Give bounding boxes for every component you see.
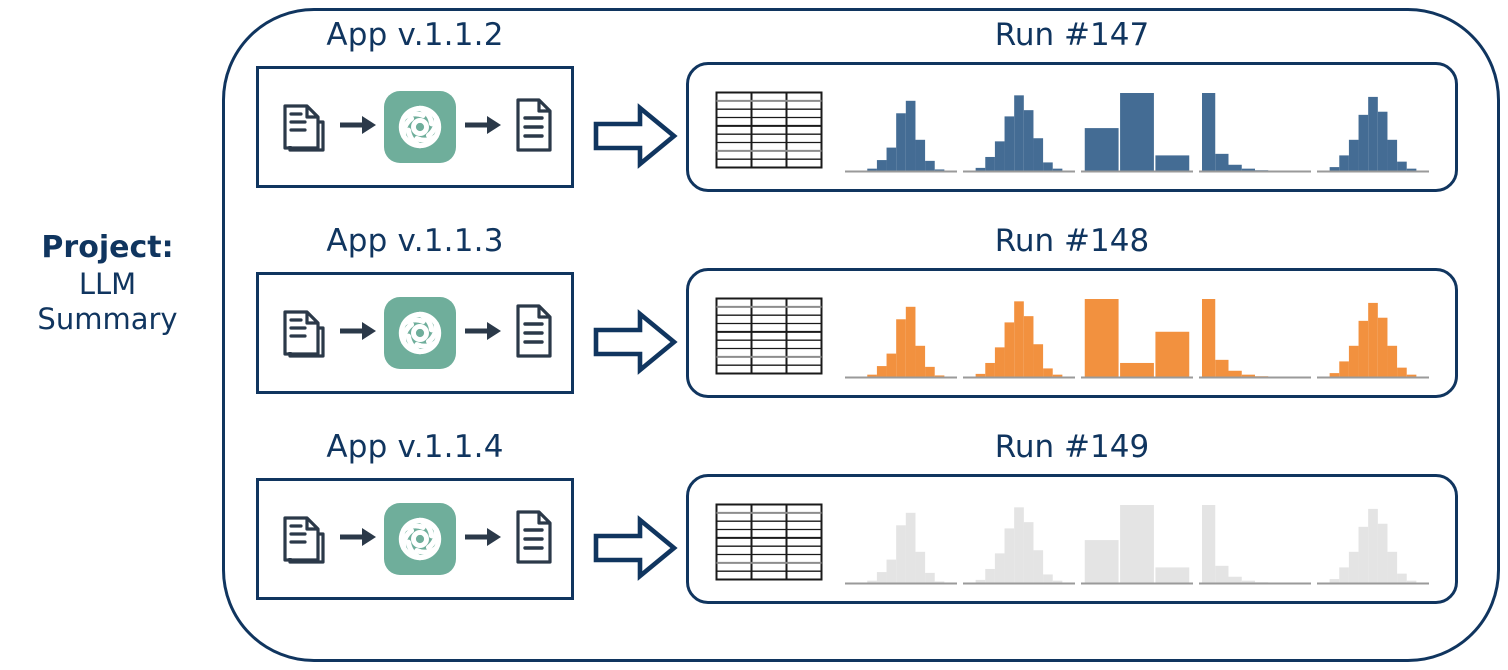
histogram-bell-peak [963,507,1075,585]
run-results-panel[interactable] [686,62,1458,192]
arrow-right-icon [464,116,501,134]
results-table-icon[interactable] [715,91,823,173]
output-document-icon[interactable] [509,92,557,162]
run-label: Run #149 [994,429,1150,465]
run-column: Run #148 [686,218,1458,264]
document-icon [516,510,552,564]
stacked-documents-icon [283,310,325,358]
llm-model-icon[interactable] [384,297,456,369]
histogram-exponential-decay [1199,299,1311,379]
flow-arrow-in-icon [338,112,378,142]
pipeline-box[interactable] [256,66,574,188]
results-table-icon[interactable] [715,297,823,379]
arrow-right-icon [464,322,501,340]
flow-arrow-in-icon [338,524,378,554]
app-version-label: App v.1.1.3 [326,223,504,259]
run-column: Run #149 [686,424,1458,470]
produces-arrow-icon [592,100,680,176]
block-arrow-right-icon [593,515,678,581]
openai-logo-icon [398,311,442,355]
arrow-right-icon [339,322,376,340]
table-grid-icon [715,91,823,169]
app-column: App v.1.1.2 [256,12,574,58]
app-version-label: App v.1.1.2 [326,17,504,53]
table-grid-icon [715,503,823,581]
stacked-documents-icon [283,516,325,564]
run-column: Run #147 [686,12,1458,58]
run-label: Run #148 [994,223,1150,259]
app-version-label: App v.1.1.4 [326,429,504,465]
pipeline-run-row: App v.1.1.4 Run #149 [0,424,1508,624]
pipeline-run-row: App v.1.1.2 Run #147 [0,12,1508,212]
pipeline-box[interactable] [256,272,574,394]
histogram-three-wide-bars [1081,299,1193,379]
openai-logo-icon [398,105,442,149]
flow-arrow-out-icon [463,112,503,142]
histogram-bell-peak-2 [1317,302,1429,379]
project-name-line-2: Summary [37,301,178,336]
histogram-bell-peak-2 [1317,96,1429,173]
llm-model-icon[interactable] [384,91,456,163]
input-documents-icon[interactable] [273,504,331,574]
project-label: Project: LLM Summary [0,230,215,337]
arrow-right-icon [339,116,376,134]
histogram-spiky-narrow [845,512,957,585]
output-document-icon[interactable] [509,504,557,574]
document-icon [516,304,552,358]
results-table-icon[interactable] [715,503,823,585]
histogram-three-wide-bars [1081,93,1193,173]
input-documents-icon[interactable] [273,298,331,368]
histogram-bell-peak [963,301,1075,379]
project-name-line-1: LLM [78,266,137,301]
histogram-spiky-narrow [845,100,957,173]
produces-arrow-icon [592,512,680,588]
output-document-icon[interactable] [509,298,557,368]
produces-arrow-icon [592,306,680,382]
histogram-bell-peak-2 [1317,508,1429,585]
project-container [222,8,1500,662]
flow-arrow-out-icon [463,524,503,554]
block-arrow-right-icon [593,103,678,169]
histogram-three-wide-bars [1081,505,1193,585]
project-kicker: Project: [41,230,174,265]
stacked-documents-icon [283,104,325,152]
histogram-bell-peak [963,95,1075,173]
input-documents-icon[interactable] [273,92,331,162]
histogram-exponential-decay [1199,93,1311,173]
block-arrow-right-icon [593,309,678,375]
flow-arrow-in-icon [338,318,378,348]
run-label: Run #147 [994,17,1150,53]
openai-logo-icon [398,517,442,561]
histogram-exponential-decay [1199,505,1311,585]
run-results-panel[interactable] [686,474,1458,604]
histogram-spiky-narrow [845,306,957,379]
table-grid-icon [715,297,823,375]
pipeline-box[interactable] [256,478,574,600]
pipeline-run-row: App v.1.1.3 Run #148 [0,218,1508,418]
run-results-panel[interactable] [686,268,1458,398]
arrow-right-icon [339,528,376,546]
app-column: App v.1.1.3 [256,218,574,264]
document-icon [516,98,552,152]
app-column: App v.1.1.4 [256,424,574,470]
arrow-right-icon [464,528,501,546]
flow-arrow-out-icon [463,318,503,348]
llm-model-icon[interactable] [384,503,456,575]
